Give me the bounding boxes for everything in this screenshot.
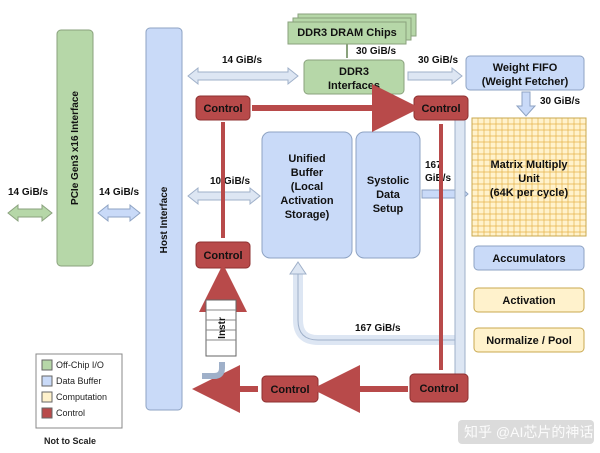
normalize-pool-label: Normalize / Pool <box>486 335 572 347</box>
legend-swatch-offchip <box>41 359 53 371</box>
fifo-label-2: (Weight Fetcher) <box>482 76 569 88</box>
mmu-label-1: Matrix Multiply <box>490 159 568 171</box>
instr-label: Instr <box>217 317 228 339</box>
legend-swatch-buffer <box>41 375 53 387</box>
sys-label-1: Systolic <box>367 175 409 187</box>
fifo-label-1: Weight FIFO <box>493 62 558 74</box>
host-interface-label: Host Interface <box>159 186 170 253</box>
rate-host-ddr3: 14 GiB/s <box>222 55 262 66</box>
unified-buffer-block: Unified Buffer (Local Activation Storage… <box>261 131 353 259</box>
ub-label-5: Storage) <box>285 209 330 221</box>
sys-label-2: Data <box>376 189 401 201</box>
rate-left: 14 GiB/s <box>8 187 48 198</box>
control-top-right: Control <box>413 95 469 121</box>
accum-side-column <box>454 117 466 383</box>
legend-swatch-computation <box>41 391 53 403</box>
not-to-scale-note: Not to Scale <box>44 436 96 446</box>
fifo-mmu-arrow: 30 GiB/s <box>515 91 580 117</box>
pcie-block: PCIe Gen3 x16 Interface <box>56 29 94 267</box>
rate-return-path: 167 GiB/s <box>355 323 401 334</box>
control-bottom-right-label: Control <box>419 383 458 395</box>
control-mid-left-label: Control <box>203 250 242 262</box>
ub-label-3: (Local <box>291 181 323 193</box>
control-top-left-label: Control <box>203 103 242 115</box>
mmu-grid <box>472 118 586 236</box>
accumulators-block: Accumulators <box>473 245 585 271</box>
dram-chips: DDR3 DRAM Chips <box>287 13 417 45</box>
legend-swatch-control <box>41 407 53 419</box>
ub-label-4: Activation <box>280 195 333 207</box>
control-arrows <box>192 84 443 413</box>
legend-offchip: Off-Chip I/O <box>56 360 104 370</box>
host-interface-block: Host Interface <box>145 27 183 411</box>
normalize-pool-block: Normalize / Pool <box>473 327 585 353</box>
dram-ddr3-arrow: 30 GiB/s <box>346 44 396 58</box>
rate-sys-mmu-1: 167 <box>425 160 442 171</box>
matrix-multiply-unit: Matrix Multiply Unit (64K per cycle) <box>471 117 587 237</box>
instr-queue: Instr <box>202 299 237 379</box>
rate-pcie-host: 14 GiB/s <box>99 187 139 198</box>
mmu-label-2: Unit <box>518 173 540 185</box>
rate-dram-ddr3: 30 GiB/s <box>356 46 396 57</box>
activation-block: Activation <box>473 287 585 313</box>
ddr3-interfaces-block: DDR3 Interfaces <box>303 59 405 95</box>
host-ddr3-arrow: 14 GiB/s <box>187 55 299 86</box>
rate-host-ub: 10 GiB/s <box>210 176 250 187</box>
left-io-arrow: 14 GiB/s <box>7 187 53 223</box>
control-top-right-label: Control <box>421 103 460 115</box>
legend: Off-Chip I/O Data Buffer Computation Con… <box>35 353 123 429</box>
control-bottom-right: Control <box>409 373 469 403</box>
legend-buffer: Data Buffer <box>56 376 101 386</box>
rate-sys-mmu-2: GiB/s <box>425 173 452 184</box>
activation-label: Activation <box>502 295 555 307</box>
systolic-data-setup-block: Systolic Data Setup <box>355 131 421 259</box>
sys-label-3: Setup <box>373 203 404 215</box>
control-bottom-mid: Control <box>261 375 319 403</box>
accumulators-label: Accumulators <box>492 253 565 265</box>
pcie-host-arrow: 14 GiB/s <box>97 187 141 223</box>
weight-fifo-block: Weight FIFO (Weight Fetcher) <box>465 55 585 91</box>
control-top-left: Control <box>195 95 251 121</box>
ddr3-label-2: Interfaces <box>328 80 380 92</box>
ub-label-2: Buffer <box>291 167 324 179</box>
watermark-text: 知乎 @AI芯片的神话 <box>464 424 593 440</box>
legend-control: Control <box>56 408 85 418</box>
rate-ddr3-fifo: 30 GiB/s <box>418 55 458 66</box>
control-bottom-mid-label: Control <box>270 384 309 396</box>
ddr3-label-1: DDR3 <box>339 66 369 78</box>
mmu-label-3: (64K per cycle) <box>490 187 569 199</box>
dram-chips-label: DDR3 DRAM Chips <box>297 27 397 39</box>
ddr3-fifo-arrow: 30 GiB/s <box>407 55 463 86</box>
ub-label-1: Unified <box>288 153 325 165</box>
pcie-label: PCIe Gen3 x16 Interface <box>70 91 81 205</box>
legend-computation: Computation <box>56 392 107 402</box>
watermark: 知乎 @AI芯片的神话 <box>458 420 594 444</box>
rate-fifo-mmu: 30 GiB/s <box>540 96 580 107</box>
return-path-arrow: 167 GiB/s <box>289 261 462 345</box>
control-mid-left: Control <box>195 241 251 269</box>
